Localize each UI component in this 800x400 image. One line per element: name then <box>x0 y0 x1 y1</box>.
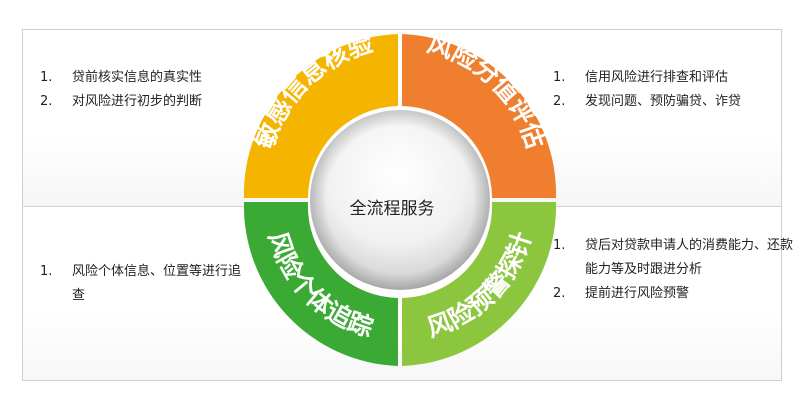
note-item: 1. 贷前核实信息的真实性 <box>40 66 240 90</box>
notes-top-left: 1. 贷前核实信息的真实性 2. 对风险进行初步的判断 <box>40 66 240 114</box>
note-item: 2. 对风险进行初步的判断 <box>40 90 240 114</box>
note-text: 提前进行风险预警 <box>585 286 690 301</box>
note-number: 1. <box>40 70 53 85</box>
note-text: 贷后对贷款申请人的消费能力、还款能力等及时跟进分析 <box>585 238 794 277</box>
notes-bottom-left: 1. 风险个体信息、位置等进行追查 <box>40 260 250 308</box>
note-number: 2. <box>40 94 53 109</box>
note-item: 1. 信用风险进行排查和评估 <box>553 66 783 90</box>
segment-bottom-right <box>402 202 557 366</box>
note-item: 2. 提前进行风险预警 <box>553 282 793 306</box>
note-item: 2. 发现问题、预防骗贷、诈贷 <box>553 90 783 114</box>
note-text: 风险个体信息、位置等进行追查 <box>72 264 242 303</box>
note-item: 1. 贷后对贷款申请人的消费能力、还款能力等及时跟进分析 <box>553 234 793 282</box>
note-text: 对风险进行初步的判断 <box>72 94 203 109</box>
note-text: 贷前核实信息的真实性 <box>72 70 203 85</box>
segment-top-right <box>402 34 557 198</box>
note-number: 1. <box>553 70 566 85</box>
note-item: 1. 风险个体信息、位置等进行追查 <box>40 260 250 308</box>
note-text: 发现问题、预防骗贷、诈贷 <box>585 94 742 109</box>
note-number: 1. <box>553 238 566 253</box>
notes-bottom-right: 1. 贷后对贷款申请人的消费能力、还款能力等及时跟进分析 2. 提前进行风险预警 <box>553 234 793 306</box>
center-circle-shade <box>310 110 490 290</box>
notes-top-right: 1. 信用风险进行排查和评估 2. 发现问题、预防骗贷、诈贷 <box>553 66 783 114</box>
segment-top-left <box>243 34 398 198</box>
segment-bottom-left <box>243 202 398 366</box>
note-number: 1. <box>40 264 53 279</box>
note-number: 2. <box>553 94 566 109</box>
note-number: 2. <box>553 286 566 301</box>
center-label: 全流程服务 <box>350 199 435 219</box>
note-text: 信用风险进行排查和评估 <box>585 70 729 85</box>
